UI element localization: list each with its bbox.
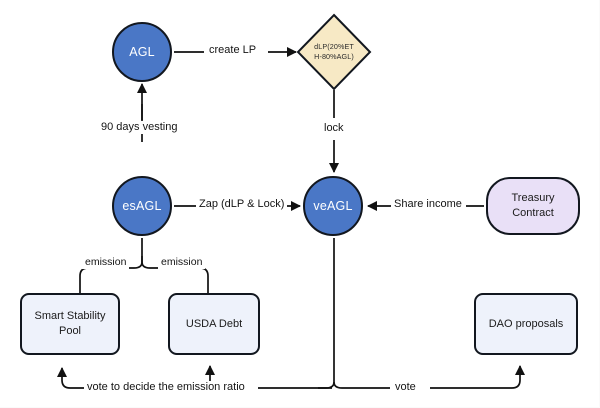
edge-veagl-bus-left: [318, 381, 335, 389]
edge-label-create-lp: create LP: [206, 44, 260, 58]
edge-vote-to-dao: [511, 364, 526, 389]
edge-vote-emission-to-pool: [56, 366, 71, 389]
node-treasury-contract[interactable]: Treasury Contract: [486, 177, 580, 235]
diamond-shape: [296, 13, 372, 91]
edge-label-vote: vote: [392, 381, 419, 395]
node-dao-proposals[interactable]: DAO proposals: [474, 293, 578, 355]
node-veagl-label: veAGL: [313, 199, 353, 213]
edge-label-vesting: 90 days vesting: [98, 121, 181, 135]
edge-label-zap: Zap (dLP & Lock): [196, 198, 288, 212]
node-dlp[interactable]: dLP(20%ET H-80%AGL): [296, 13, 372, 91]
edge-label-vote-emission-ratio: vote to decide the emission ratio: [84, 381, 248, 395]
node-treasury-label-line1: Treasury: [511, 192, 555, 205]
node-agl-label: AGL: [129, 45, 155, 59]
edge-label-emission-left: emission: [82, 256, 130, 269]
edge-label-share-income: Share income: [391, 198, 465, 212]
node-smart-stability-pool-line1: Smart Stability: [34, 310, 106, 323]
node-dao-proposals-label: DAO proposals: [488, 317, 564, 330]
node-treasury-label-line2: Contract: [512, 207, 554, 219]
edge-veagl-bus-right: [333, 381, 390, 389]
node-usda-debt-label: USDA Debt: [185, 317, 243, 330]
node-esagl[interactable]: esAGL: [112, 176, 172, 236]
node-esagl-label: esAGL: [122, 199, 162, 213]
node-smart-stability-pool[interactable]: Smart Stability Pool: [20, 293, 120, 355]
node-agl[interactable]: AGL: [112, 22, 172, 82]
node-smart-stability-pool-line2: Pool: [58, 325, 82, 337]
node-veagl[interactable]: veAGL: [303, 176, 363, 236]
edge-label-emission-right: emission: [158, 256, 206, 269]
edge-label-lock: lock: [321, 122, 347, 136]
node-usda-debt[interactable]: USDA Debt: [168, 293, 260, 355]
